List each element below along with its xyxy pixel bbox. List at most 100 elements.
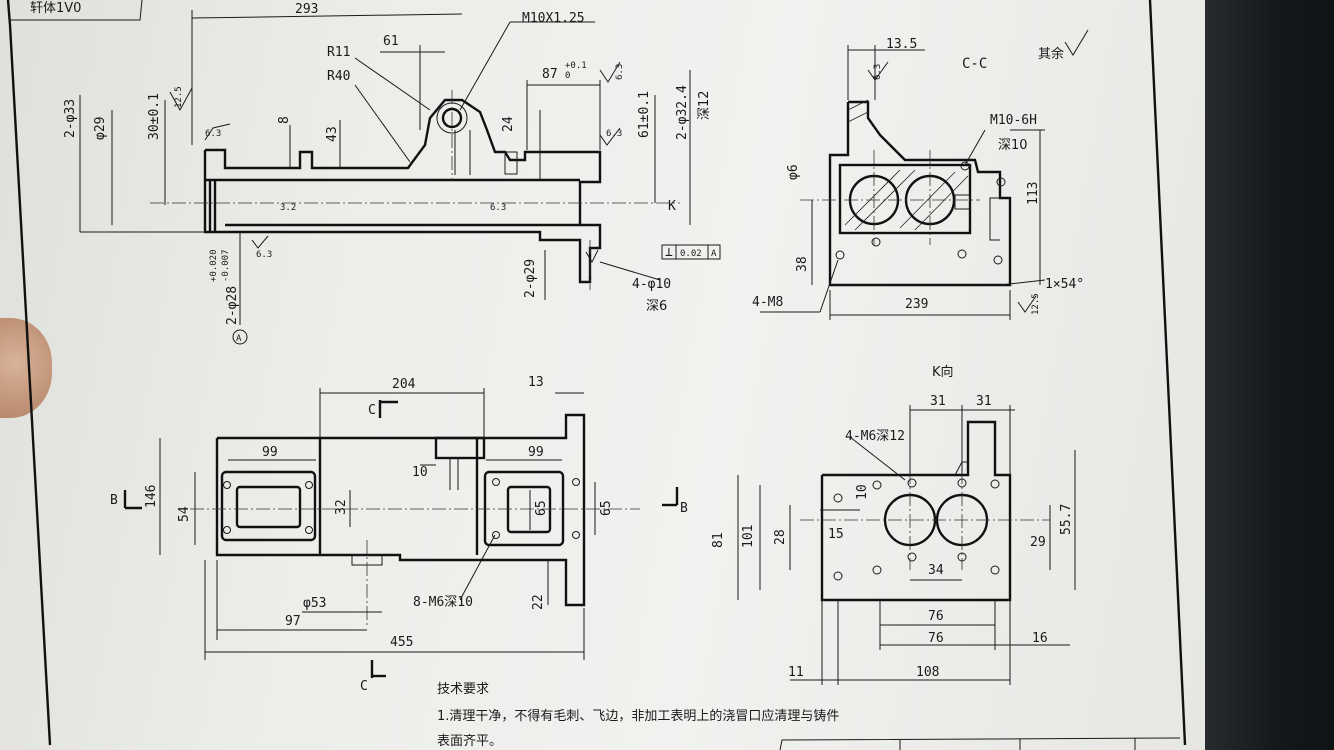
- title-block-top: [10, 0, 143, 21]
- dim-146: 146: [144, 485, 159, 508]
- dim-101: 101: [741, 525, 756, 548]
- dim-r40: R40: [327, 69, 350, 84]
- dim-38: 38: [795, 256, 810, 272]
- dim-11: 11: [788, 665, 804, 680]
- datum-a: A: [236, 334, 242, 344]
- dim-phi53: φ53: [303, 596, 326, 611]
- dim-61b: 61±0.1: [637, 91, 652, 138]
- dim-10k: 10: [855, 484, 870, 500]
- dim-81: 81: [711, 532, 726, 548]
- ra-6-3-e: 6.3: [606, 129, 622, 139]
- dim-97: 97: [285, 614, 301, 629]
- sheet-border-right: [1148, 0, 1187, 746]
- dim-13-5: 13.5: [886, 37, 917, 52]
- ra-3-2: 3.2: [280, 203, 296, 213]
- remaining-finish: 其余: [1038, 46, 1064, 62]
- dim-r11: R11: [327, 45, 350, 60]
- dim-76b: 76: [928, 631, 944, 646]
- dim-99b: 99: [528, 445, 544, 460]
- section-label: C-C: [962, 56, 987, 72]
- ra-12-5-b: 12.5: [1031, 293, 1041, 315]
- dim-31: 31: [930, 394, 946, 409]
- dim-phi6: φ6: [786, 164, 801, 180]
- dim-15: 15: [828, 527, 844, 542]
- dim-4phi10: 4-φ10: [632, 277, 671, 292]
- dim-32: 32: [334, 499, 349, 515]
- dim-239: 239: [905, 297, 928, 312]
- dim-28: 28: [773, 529, 788, 545]
- dim-29: 29: [1030, 535, 1046, 550]
- dim-phi29: φ29: [93, 117, 108, 140]
- dim-99: 99: [262, 445, 278, 460]
- dim-deep12: 深12: [697, 90, 712, 120]
- marker-c-bottom: C: [360, 679, 368, 694]
- dim-31b: 31: [976, 394, 992, 409]
- dim-10: 10: [412, 465, 428, 480]
- dim-4m6: 4-M6深12: [845, 429, 905, 444]
- drawing-sheet: [0, 0, 1205, 750]
- dim-2phi28: 2-φ28: [225, 286, 240, 325]
- fc-tolerance: 0.02: [680, 249, 702, 259]
- dim-22: 22: [531, 594, 546, 610]
- top-section-view: 293 61 M10X1.25 R11 R40 87 +0.1 0 43 8 2…: [63, 2, 721, 345]
- title-block-bottom: [779, 737, 1181, 750]
- dim-m10: M10X1.25: [522, 11, 585, 26]
- dim-55-7: 55.7: [1059, 504, 1074, 535]
- marker-b-right: B: [680, 501, 688, 516]
- dim-30: 30±0.1: [147, 93, 162, 140]
- dim-deep6: 深6: [646, 299, 667, 314]
- marker-c-top: C: [368, 403, 376, 418]
- dark-background: [1195, 0, 1334, 750]
- dim-chamfer: 1×54°: [1045, 277, 1084, 292]
- dim-54: 54: [177, 506, 192, 522]
- section-c-c-view: 13.5 C-C 其余 M10-6H 深10 113 φ6 38 239 4-M…: [752, 29, 1089, 320]
- dim-16: 16: [1032, 631, 1048, 646]
- ra-6-3-f: 6.3: [873, 64, 883, 80]
- dim-34: 34: [928, 563, 944, 578]
- dim-87-tol2: 0: [565, 71, 570, 81]
- ra-6-3-b: 6.3: [256, 250, 272, 260]
- dim-108: 108: [916, 665, 939, 680]
- dim-phi28-tol: +0.020: [209, 249, 219, 282]
- dim-8: 8: [277, 116, 292, 124]
- dim-65b: 65: [599, 500, 614, 516]
- dim-293: 293: [295, 2, 318, 17]
- ra-6-3-d: 6.3: [615, 64, 625, 80]
- dim-8m6: 8-M6深10: [413, 595, 473, 610]
- front-view: 204 13 99 99 146 54 32 10 65 65 φ53 97 4…: [110, 375, 688, 694]
- dim-deep10: 深10: [998, 138, 1028, 153]
- fc-datum: A: [711, 249, 717, 259]
- notes-heading: 技术要求: [437, 682, 489, 697]
- dim-13: 13: [528, 375, 544, 390]
- dim-113: 113: [1026, 182, 1041, 205]
- ra-6-3-a: 6.3: [205, 129, 221, 139]
- marker-k: K: [668, 199, 676, 214]
- ra-12-5: 12.5: [174, 86, 184, 108]
- dim-87-tol: +0.1: [565, 61, 587, 71]
- dim-204: 204: [392, 377, 416, 392]
- dim-2phi33: 2-φ33: [63, 99, 78, 138]
- dim-455: 455: [390, 635, 413, 650]
- notes-line2: 表面齐平。: [437, 733, 502, 749]
- dim-phi28-tol2: -0.007: [221, 249, 231, 282]
- k-view: K向 31 31 4-M6深12 10 81 101 28 15 34 29 5…: [711, 364, 1076, 685]
- dim-2phi29b: 2-φ29: [523, 259, 538, 298]
- dim-87: 87: [542, 67, 558, 82]
- dim-24: 24: [501, 116, 516, 132]
- dim-65: 65: [534, 500, 549, 516]
- fc-symbol: ⊥: [665, 245, 673, 260]
- dim-43: 43: [325, 126, 340, 142]
- dim-m10-6h: M10-6H: [990, 113, 1037, 128]
- dim-76: 76: [928, 609, 944, 624]
- view-k-label: K向: [932, 364, 954, 380]
- ra-6-3-c: 6.3: [490, 203, 506, 213]
- dim-4m8: 4-M8: [752, 295, 783, 310]
- title-block-text: 轩体1V0: [30, 1, 81, 16]
- notes-line1: 1.清理干净，不得有毛刺、飞边，非加工表明上的浇冒口应清理与铸件: [437, 708, 839, 724]
- dim-2phi32: 2-φ32.4: [675, 85, 690, 140]
- sheet-border-left: [6, 0, 52, 746]
- marker-b-left: B: [110, 493, 118, 508]
- dim-61: 61: [383, 34, 399, 49]
